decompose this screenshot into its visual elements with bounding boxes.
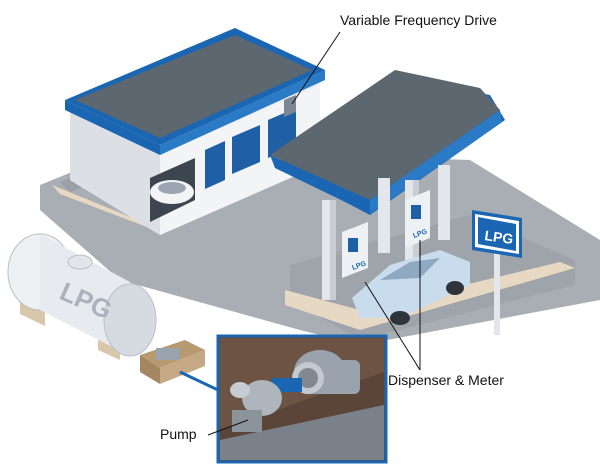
- pump-skid: [140, 340, 205, 384]
- lpg-tank: [7, 233, 157, 360]
- dispenser-left: [342, 222, 368, 278]
- vfd-leader-line: [291, 31, 341, 105]
- station-building: [65, 28, 325, 235]
- label-pump: Pump: [160, 426, 197, 442]
- dispenser-right: [405, 190, 430, 248]
- dispenser-leader-line-1: [364, 281, 421, 371]
- label-variable-frequency-drive: Variable Frequency Drive: [340, 12, 497, 28]
- pump-canopy: [270, 70, 505, 215]
- dispenser-lpg-label: LPG: [351, 260, 367, 272]
- car-in-garage: [150, 180, 194, 204]
- dispenser-lpg-label-2: LPG: [412, 228, 428, 240]
- label-dispenser-meter: Dispenser & Meter: [388, 372, 504, 388]
- sign-lpg-text: LPG: [484, 227, 515, 247]
- pump-detail-box: [216, 334, 388, 464]
- lpg-sign: [472, 210, 522, 335]
- pump-leader-line: [207, 419, 249, 436]
- detail-connector: [179, 370, 219, 392]
- car-at-pump: [352, 250, 470, 325]
